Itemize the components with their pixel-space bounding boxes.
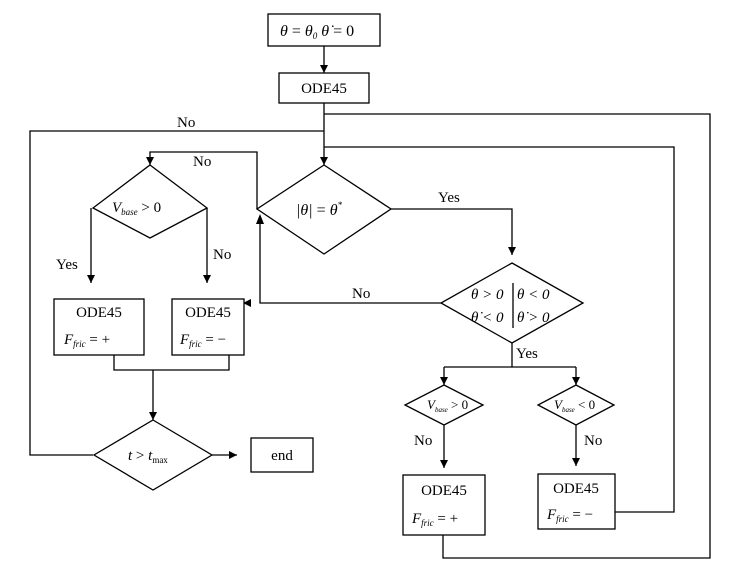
svg-text:ODE45: ODE45 <box>76 305 122 321</box>
svg-text:θ < 0: θ < 0 <box>517 287 550 303</box>
arrowhead <box>440 377 448 385</box>
arrowhead <box>572 458 580 466</box>
time-check-diamond: t > tmax <box>92 419 214 491</box>
svg-text:|θ| = θ*: |θ| = θ* <box>296 200 343 219</box>
arrowhead <box>149 412 157 420</box>
arrowhead <box>320 65 328 73</box>
svg-text:end: end <box>271 448 293 464</box>
arrowhead <box>572 377 580 385</box>
vbase-right2-diamond: Vbase < 0 <box>536 384 616 426</box>
svg-text:θ = θ0θ̇ = 0: θ = θ0θ̇ = 0 <box>280 23 354 41</box>
edge-loop-middle <box>324 146 675 513</box>
arrowhead <box>203 275 211 283</box>
label-no-time: No <box>177 115 195 131</box>
edge-loop-outer <box>324 113 711 559</box>
svg-text:Vbase > 0: Vbase > 0 <box>427 397 468 414</box>
svg-text:Vbase > 0: Vbase > 0 <box>112 200 161 217</box>
svg-text:ODE45: ODE45 <box>301 81 347 97</box>
label-no-theta: No <box>193 154 211 170</box>
ode45-top-block: ODE45 <box>278 72 370 104</box>
svg-text:Ffric = +: Ffric = + <box>63 332 110 349</box>
svg-text:ODE45: ODE45 <box>553 481 599 497</box>
arrowhead <box>320 157 328 165</box>
ode45-left-no-block: ODE45 Ffric = − <box>171 298 245 356</box>
label-no-r2: No <box>584 433 602 449</box>
svg-text:Vbase < 0: Vbase < 0 <box>554 397 595 414</box>
sign-check-diamond: θ > 0 θ < 0 θ̇ < 0 θ̇ > 0 <box>439 262 585 344</box>
theta-check-diamond: |θ| = θ* <box>255 164 393 255</box>
svg-text:θ > 0: θ > 0 <box>471 287 504 303</box>
svg-text:ODE45: ODE45 <box>421 483 467 499</box>
edge-signs-no <box>259 224 441 304</box>
arrowhead <box>256 214 264 224</box>
end-block: end <box>250 437 314 473</box>
svg-text:ODE45: ODE45 <box>185 305 231 321</box>
arrowheads <box>87 65 580 468</box>
label-yes-theta: Yes <box>438 190 460 206</box>
arrowhead <box>440 460 448 468</box>
label-no-r1: No <box>414 433 432 449</box>
svg-text:Ffric = −: Ffric = − <box>179 332 226 349</box>
ode45-left-yes-block: ODE45 Ffric = + <box>53 298 145 356</box>
edge-labels: No No Yes Yes No No Yes No No <box>56 115 602 449</box>
arrowhead <box>508 247 516 255</box>
label-no-vbase: No <box>213 247 231 263</box>
edge-loop-time-no <box>29 130 324 456</box>
label-yes-vbase: Yes <box>56 257 78 273</box>
arrowhead <box>229 451 237 459</box>
arrowhead <box>243 299 251 307</box>
arrowhead <box>87 275 95 283</box>
connectors <box>29 46 711 559</box>
ode45-right2-block: ODE45 Ffric = − <box>537 473 616 530</box>
label-no-signs: No <box>352 286 370 302</box>
svg-text:θ̇ > 0: θ̇ > 0 <box>517 310 550 326</box>
svg-text:Ffric = +: Ffric = + <box>411 511 458 528</box>
vbase-left-diamond: Vbase > 0 <box>91 164 209 239</box>
svg-text:t > tmax: t > tmax <box>128 448 168 465</box>
vbase-right1-diamond: Vbase > 0 <box>403 384 485 426</box>
label-yes-signs: Yes <box>516 346 538 362</box>
svg-text:Ffric = −: Ffric = − <box>546 507 593 524</box>
ode45-right1-block: ODE45 Ffric = + <box>402 474 486 536</box>
svg-text:θ̇ < 0: θ̇ < 0 <box>471 310 504 326</box>
arrowhead <box>146 157 154 165</box>
edge-merge <box>113 355 230 371</box>
edge-theta-yes <box>391 208 513 255</box>
